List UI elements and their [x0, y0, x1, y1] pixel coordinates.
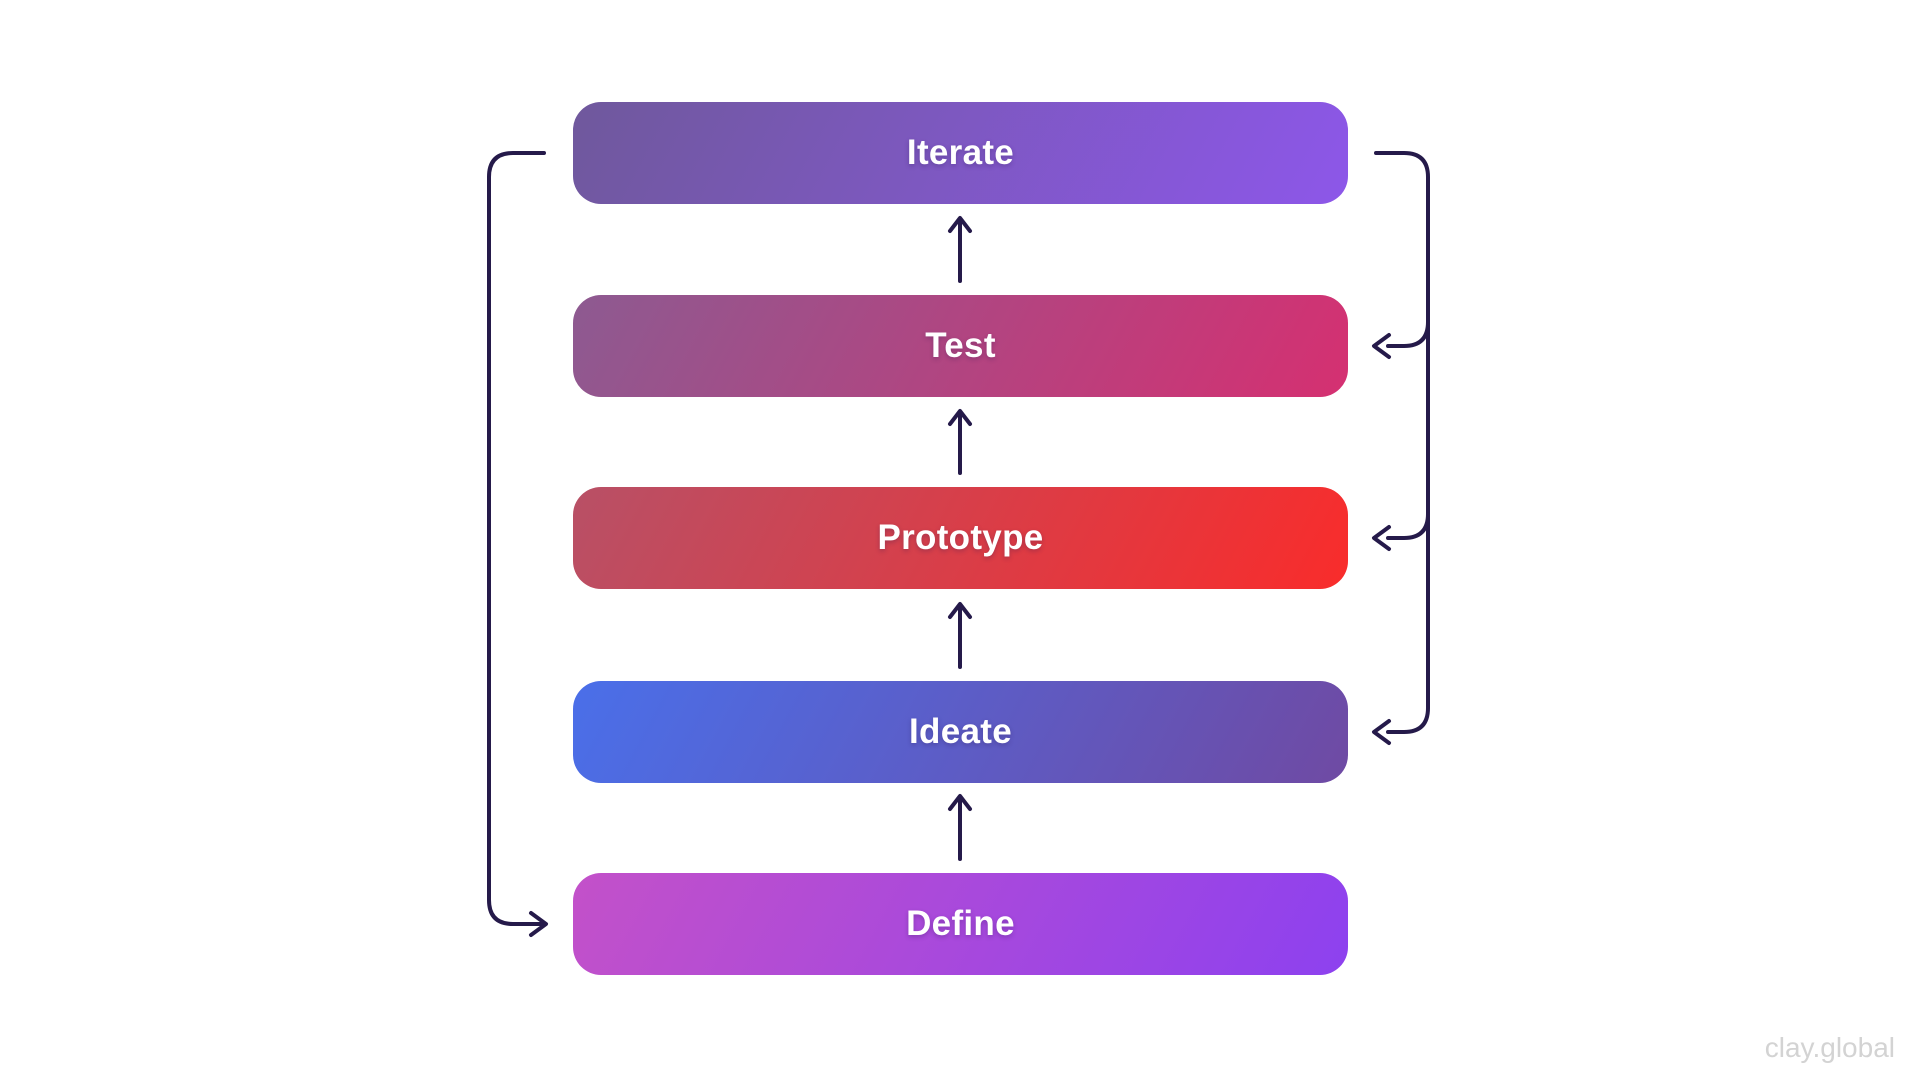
arrow-iterate-to-prototype	[1372, 512, 1430, 551]
arrow-iterate-to-ideate	[1372, 151, 1430, 745]
arrow-prototype-to-test	[948, 409, 972, 475]
step-box-prototype: Prototype	[573, 487, 1348, 589]
arrow-ideate-to-prototype	[948, 602, 972, 669]
step-label-iterate: Iterate	[906, 133, 1015, 172]
step-label-prototype: Prototype	[877, 518, 1044, 557]
arrow-define-to-ideate	[948, 794, 972, 861]
arrow-test-to-iterate	[948, 216, 972, 283]
step-box-ideate: Ideate	[573, 681, 1348, 783]
arrow-iterate-to-test	[1372, 320, 1430, 359]
step-box-define: Define	[573, 873, 1348, 975]
step-label-ideate: Ideate	[909, 712, 1012, 751]
watermark: clay.global	[1764, 1032, 1895, 1063]
step-box-iterate: Iterate	[573, 102, 1348, 204]
step-label-test: Test	[925, 326, 996, 365]
step-box-test: Test	[573, 295, 1348, 397]
step-label-define: Define	[906, 904, 1015, 943]
arrow-iterate-to-define	[487, 151, 548, 937]
